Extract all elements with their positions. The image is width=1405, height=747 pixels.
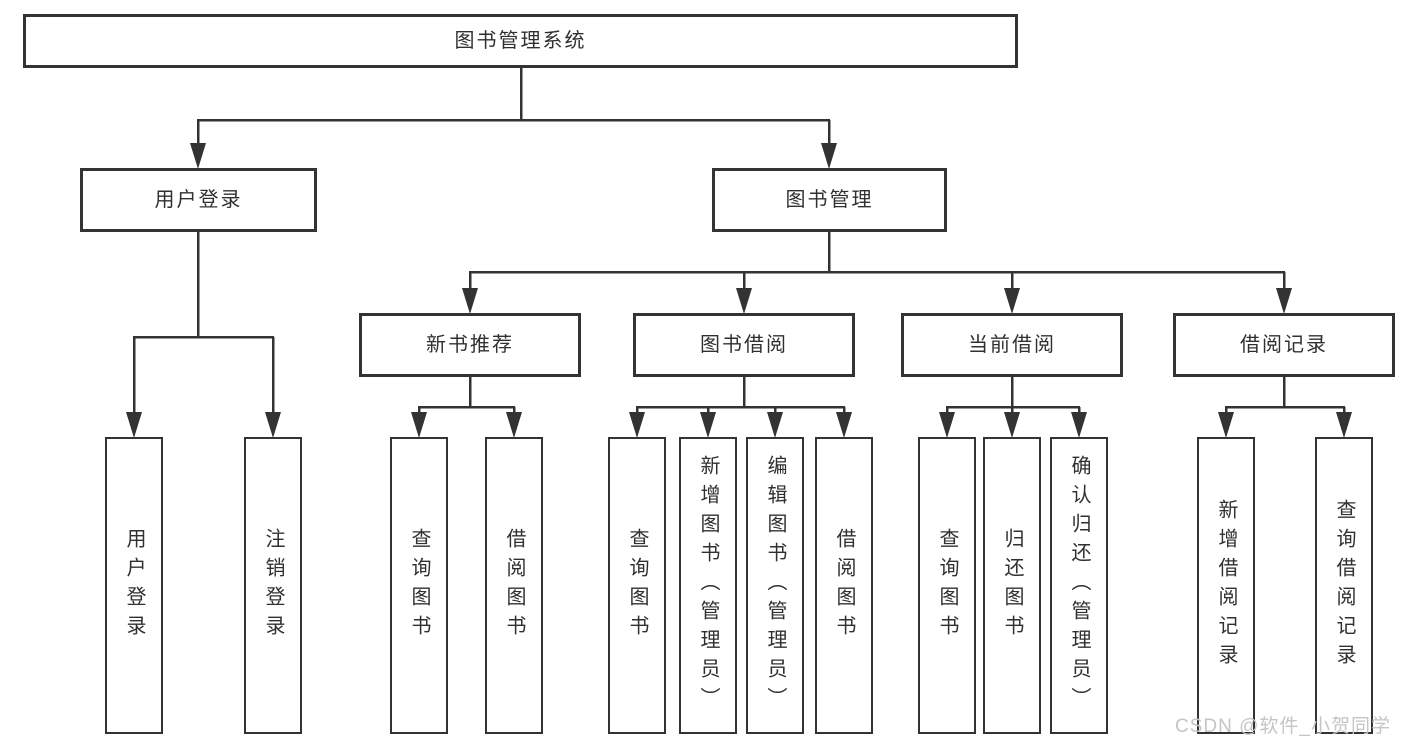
node-leaf-logout: 注销登录 <box>244 437 302 734</box>
node-label: 用户登录 <box>123 527 145 644</box>
node-leaf-user-login: 用户登录 <box>105 437 163 734</box>
node-leaf-borrow-book: 借阅图书 <box>815 437 873 734</box>
node-leaf-add-book-admin: 新增图书（管理员） <box>679 437 737 734</box>
watermark-text: CSDN @软件_小贺同学 <box>1175 716 1391 737</box>
node-root-system: 图书管理系统 <box>23 14 1018 68</box>
node-user-login: 用户登录 <box>80 168 317 232</box>
node-label: 查询图书 <box>936 527 958 644</box>
node-label: 注销登录 <box>262 527 284 644</box>
node-leaf-recommend-borrow-book: 借阅图书 <box>485 437 543 734</box>
node-label: 查询图书 <box>408 527 430 644</box>
node-leaf-query-borrow-record: 查询借阅记录 <box>1315 437 1373 734</box>
node-label: 新增借阅记录 <box>1215 498 1237 673</box>
node-label: 借阅图书 <box>833 527 855 644</box>
node-leaf-return-book: 归还图书 <box>983 437 1041 734</box>
node-book-management: 图书管理 <box>712 168 947 232</box>
node-label: 归还图书 <box>1001 527 1023 644</box>
node-label: 查询图书 <box>626 527 648 644</box>
node-label: 用户登录 <box>154 189 243 211</box>
node-leaf-current-query-book: 查询图书 <box>918 437 976 734</box>
node-label: 当前借阅 <box>968 334 1056 356</box>
node-leaf-borrow-query-book: 查询图书 <box>608 437 666 734</box>
node-label: 图书管理系统 <box>454 30 587 52</box>
node-leaf-edit-book-admin: 编辑图书（管理员） <box>746 437 804 734</box>
node-label: 查询借阅记录 <box>1333 498 1355 673</box>
node-leaf-confirm-return-admin: 确认归还（管理员） <box>1050 437 1108 734</box>
node-label: 借阅记录 <box>1240 334 1328 356</box>
arrowhead-icons <box>126 143 1352 438</box>
node-label: 图书管理 <box>785 189 874 211</box>
node-label: 图书借阅 <box>700 334 788 356</box>
node-label: 编辑图书（管理员） <box>764 455 786 716</box>
node-leaf-recommend-query-book: 查询图书 <box>390 437 448 734</box>
node-label: 借阅图书 <box>503 527 525 644</box>
node-book-borrow: 图书借阅 <box>633 313 855 377</box>
node-borrow-record: 借阅记录 <box>1173 313 1395 377</box>
node-label: 新增图书（管理员） <box>697 455 719 716</box>
node-label: 确认归还（管理员） <box>1068 455 1090 716</box>
node-current-borrow: 当前借阅 <box>901 313 1123 377</box>
node-label: 新书推荐 <box>426 334 514 356</box>
node-leaf-add-borrow-record: 新增借阅记录 <box>1197 437 1255 734</box>
node-new-book-recommend: 新书推荐 <box>359 313 581 377</box>
